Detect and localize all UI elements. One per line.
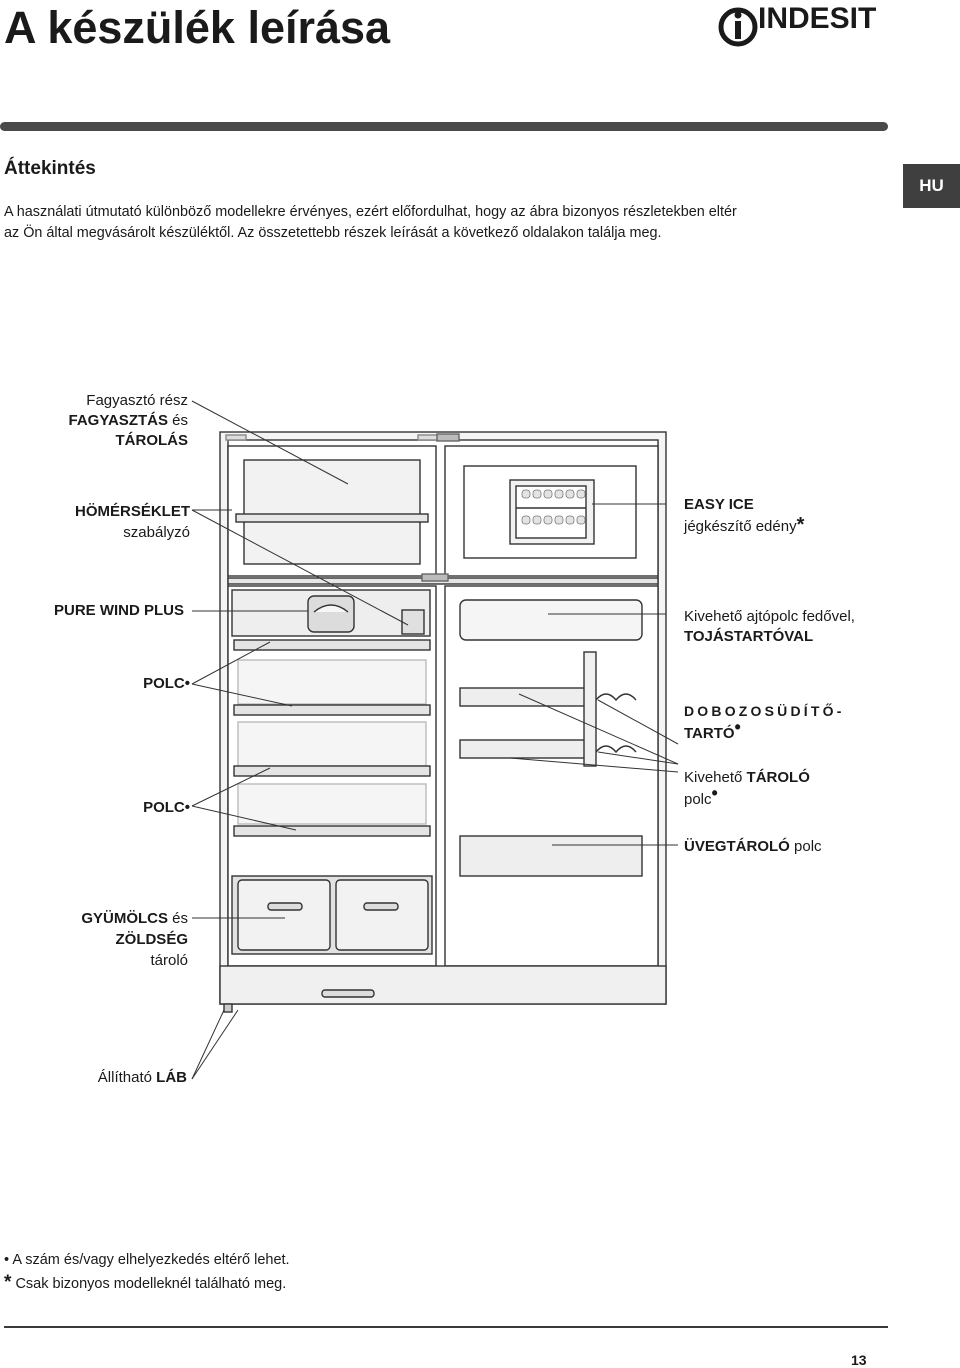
page-number: 13 xyxy=(851,1352,867,1368)
asterisk-mark: * xyxy=(796,514,805,536)
label-shelf-a: POLC• xyxy=(143,673,190,694)
footnote-1: • A szám és/vagy elhelyezkedés eltérő le… xyxy=(4,1252,290,1268)
label-freezer-storage: TÁROLÁS xyxy=(115,432,189,449)
label-veg-line1: GYÜMÖLCS és xyxy=(81,908,188,929)
label-door-shelf-2: TOJÁSTARTÓVAL xyxy=(684,628,814,645)
brand-wordmark: INDESIT xyxy=(758,2,877,35)
label-bottle-strong: ÜVEGTÁROLÓ xyxy=(684,838,790,855)
label-foot-strong: LÁB xyxy=(156,1069,187,1086)
label-thermostat-strong: HÖMÉRSÉKLET xyxy=(74,503,190,520)
label-can-holder-1: DOBOZOSÜDÍTŐ- xyxy=(684,703,845,719)
intro-line-1: A használati útmutató különböző modellek… xyxy=(4,204,737,220)
page-title: A készülék leírása xyxy=(4,2,391,53)
label-easy-ice-strong: EASY ICE xyxy=(684,496,754,513)
footnote-1-text: A szám és/vagy elhelyezkedés eltérő lehe… xyxy=(12,1252,290,1268)
label-veg-strong-1: GYÜMÖLCS xyxy=(81,910,168,927)
label-thermostat-rest: szabályzó xyxy=(123,524,190,541)
indesit-logo xyxy=(718,7,758,47)
label-shelf-a-text: POLC xyxy=(143,675,185,692)
label-freezer-part: Fagyasztó rész xyxy=(86,392,188,409)
label-easy-ice-rest: jégkészítő edény xyxy=(684,518,797,535)
label-storage-shelf-line2: polc• xyxy=(684,783,718,810)
section-heading: Áttekintés xyxy=(4,158,96,179)
label-pure-wind: PURE WIND PLUS xyxy=(53,602,184,619)
label-freezer-line: FAGYASZTÁS és xyxy=(69,410,188,431)
label-storage-shelf-line1: Kivehető TÁROLÓ xyxy=(684,767,810,788)
intro-line-2: az Ön által megvásárolt készüléktől. Az … xyxy=(4,225,662,241)
label-storage-pre: Kivehető xyxy=(684,769,743,786)
bullet-mark: • xyxy=(711,783,718,803)
label-bottle-shelf: ÜVEGTÁROLÓ polc xyxy=(684,836,822,857)
language-badge: HU xyxy=(903,164,960,208)
label-foot-pre: Állítható xyxy=(97,1069,152,1086)
bullet-mark: • xyxy=(184,675,190,692)
label-easy-ice-line: jégkészítő edény* xyxy=(684,515,804,537)
label-veg-strong-2: ZÖLDSÉG xyxy=(115,931,188,948)
footer-rule xyxy=(4,1326,888,1328)
bullet-mark: • xyxy=(734,717,741,737)
label-veg-and: és xyxy=(172,910,188,927)
label-shelf-b-text: POLC xyxy=(143,799,185,816)
footnote-2: * Csak bizonyos modelleknél található me… xyxy=(4,1272,286,1294)
header-rule xyxy=(0,122,888,131)
footnote-2-text: Csak bizonyos modelleknél található meg. xyxy=(15,1276,287,1292)
label-can-holder-line: TARTÓ• xyxy=(684,717,741,744)
bullet-mark: • xyxy=(184,799,190,816)
footnote-star: * xyxy=(4,1272,12,1293)
label-can-holder-2: TARTÓ xyxy=(684,725,735,742)
label-freezer-and: és xyxy=(172,412,188,429)
label-storage-strong: TÁROLÓ xyxy=(746,769,810,786)
footnote-bullet: • xyxy=(4,1252,10,1268)
label-door-shelf-1: Kivehető ajtópolc fedővel, xyxy=(684,608,855,625)
label-bottle-rest: polc xyxy=(794,838,822,855)
label-shelf-b: POLC• xyxy=(143,797,190,818)
label-storage-post: polc xyxy=(684,791,712,808)
label-freezer-strong: FAGYASZTÁS xyxy=(68,412,168,429)
label-veg-rest: tároló xyxy=(150,952,188,969)
label-foot: Állítható LÁB xyxy=(98,1067,187,1088)
